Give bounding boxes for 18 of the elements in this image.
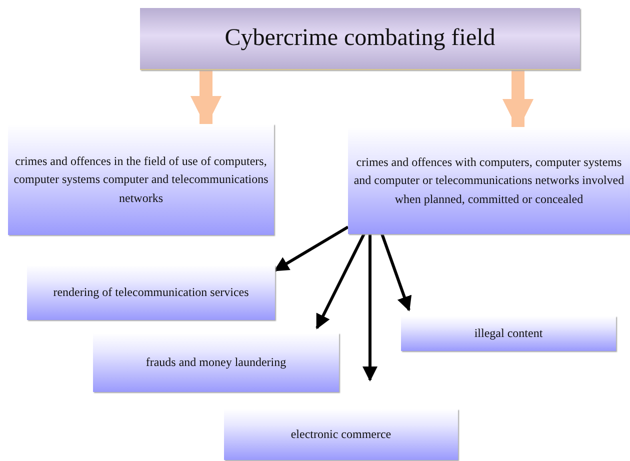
node-text: frauds and money laundering [146, 354, 286, 372]
node-text: illegal content [474, 325, 543, 342]
category-box [27, 265, 275, 320]
node-text: crimes and offences in the field of use of computers, computer systems computer and telecommunications networks [12, 152, 270, 207]
node-text: rendering of telecommunication services [53, 284, 249, 302]
arrow [380, 234, 412, 312]
category-box [224, 409, 458, 460]
category-box [93, 333, 339, 392]
category-box [401, 316, 616, 351]
node-text: Cybercrime combating field [224, 24, 496, 53]
node-text: electronic commerce [290, 426, 392, 444]
arrow [316, 233, 366, 330]
arrow [274, 226, 349, 272]
arrow [362, 234, 378, 382]
category-box [8, 124, 274, 235]
category-box [348, 127, 630, 234]
title-box [140, 8, 580, 70]
node-text: crimes and offences with computers, computer systems and computer or telecommunications networks involved when planned, committed or concealed [352, 154, 626, 208]
